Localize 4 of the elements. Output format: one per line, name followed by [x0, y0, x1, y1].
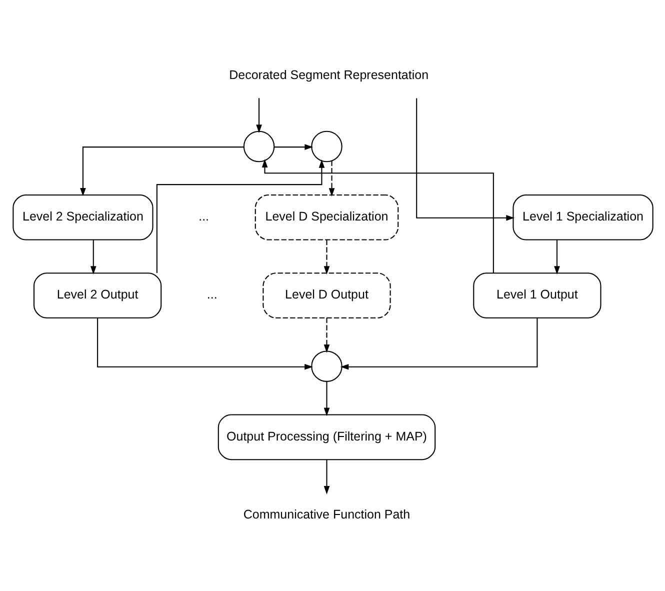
- label: ...: [206, 288, 217, 302]
- node-text: Communicative Function Path: [242, 508, 410, 522]
- label: ...: [198, 210, 209, 224]
- node-text: Decorated Segment Representation: [228, 68, 428, 82]
